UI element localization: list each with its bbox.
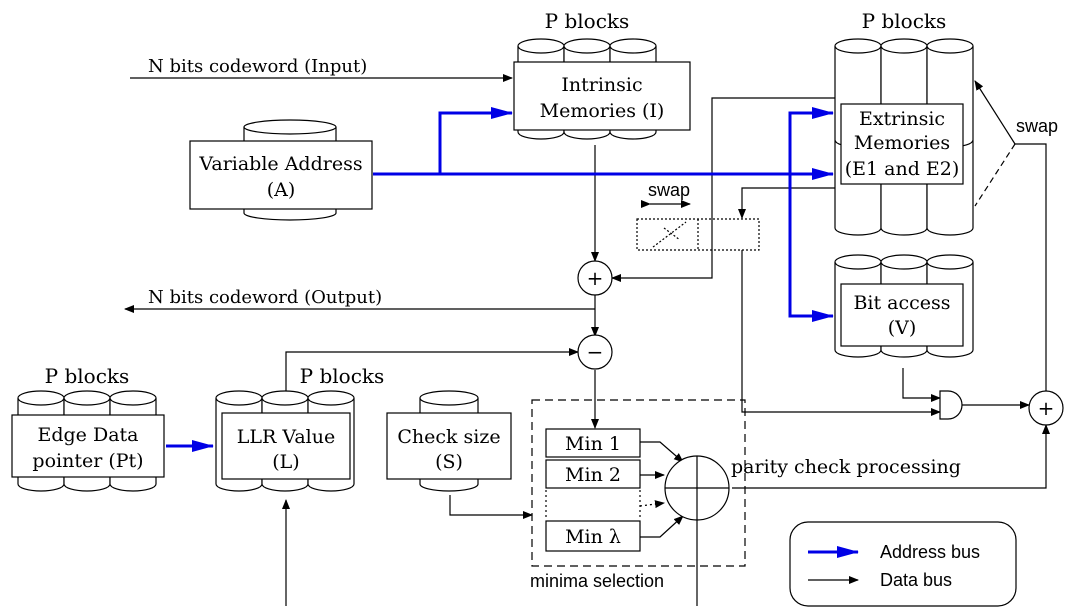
bit-access-memory (834, 254, 974, 358)
variable-address-label-1: Variable Address (198, 153, 362, 175)
llr-to-subtract (285, 348, 579, 395)
p-blocks-extrinsic: P blocks (862, 9, 947, 33)
p-blocks-llr: P blocks (300, 364, 385, 388)
p-blocks-intrinsic: P blocks (545, 9, 630, 33)
subtractor (577, 334, 613, 370)
min1-box (545, 428, 641, 458)
p-blocks-edge: P blocks (45, 364, 130, 388)
swap-arrow-dashed (974, 143, 1016, 207)
parity-xor (664, 455, 730, 521)
llr-value-box (221, 412, 351, 480)
extrinsic-to-adder (611, 97, 835, 282)
bit-access-label-2: (V) (888, 317, 917, 339)
edge-data-memory (11, 390, 165, 492)
check-size-memory (386, 390, 512, 492)
min2-label: Min 2 (565, 464, 621, 486)
swap-arrow-top (974, 80, 1016, 145)
extrinsic-box (840, 103, 964, 185)
swap-top-label: swap (1016, 116, 1058, 136)
min1-label: Min 1 (565, 433, 621, 455)
address-to-intrinsic (438, 107, 513, 174)
extrinsic-label-2: Memories (854, 132, 950, 154)
data-bus-lines (124, 74, 1050, 606)
parity-to-right-adder (732, 424, 1050, 489)
min-lambda-box (545, 520, 641, 552)
min1-to-parity (640, 441, 684, 463)
check-size-box (386, 412, 512, 480)
and-gate (939, 390, 963, 420)
variable-address-box (189, 140, 373, 210)
right-adder-sign: + (1038, 396, 1055, 420)
top-adder-sign: + (587, 266, 604, 290)
bitaccess-to-and (902, 368, 941, 402)
variable-address-memory (189, 119, 373, 221)
minima-label: minima selection (530, 571, 664, 591)
min2-box (545, 459, 641, 489)
check-size-label-1: Check size (397, 426, 500, 448)
extrinsic-label-3: (E1 and E2) (845, 158, 960, 180)
bit-access-label-1: Bit access (853, 292, 950, 314)
variable-address-label-2: (A) (267, 179, 296, 201)
right-adder-to-swap (1015, 143, 1047, 391)
right-adder (1028, 390, 1064, 426)
subtractor-sign: − (587, 340, 604, 364)
extrinsic-label-1: Extrinsic (859, 108, 945, 130)
minima-boxes (545, 428, 641, 552)
swap-switch (636, 218, 760, 251)
extrinsic-memories (834, 38, 974, 236)
check-size-to-minima (449, 495, 533, 519)
extrinsic-to-swapbox (738, 187, 835, 219)
edge-data-box (11, 414, 165, 478)
address-to-bitaccess (788, 174, 834, 322)
output-label: N bits codeword (Output) (148, 287, 382, 308)
llr-value-label-2: (L) (272, 451, 299, 473)
legend-data-label: Data bus (880, 570, 952, 590)
legend-box (789, 521, 1017, 607)
intrinsic-label-1: Intrinsic (561, 74, 642, 96)
llr-value-memory (215, 390, 355, 492)
top-adder (577, 260, 613, 296)
legend-address-label: Address bus (880, 542, 980, 562)
address-to-extrinsic-upper (788, 107, 834, 174)
minlambda-to-parity (640, 515, 684, 538)
minima-selection-region (531, 399, 746, 567)
bit-access-box (840, 283, 964, 347)
address-bus-lines (166, 107, 834, 452)
edge-data-label-1: Edge Data (37, 424, 138, 446)
parity-label: parity check processing (731, 456, 961, 478)
input-label: N bits codeword (Input) (148, 56, 367, 77)
edge-data-label-2: pointer (Pt) (32, 450, 143, 472)
check-size-label-2: (S) (435, 451, 463, 473)
swapbox-to-and (741, 250, 941, 416)
dots-to-parity (639, 500, 665, 509)
intrinsic-box (513, 61, 691, 131)
intrinsic-memories (513, 38, 691, 140)
swap-mid-label: swap (648, 180, 690, 200)
intrinsic-label-2: Memories (I) (540, 100, 665, 122)
min-lambda-label: Min λ (565, 526, 621, 548)
llr-value-label-1: LLR Value (237, 426, 335, 448)
